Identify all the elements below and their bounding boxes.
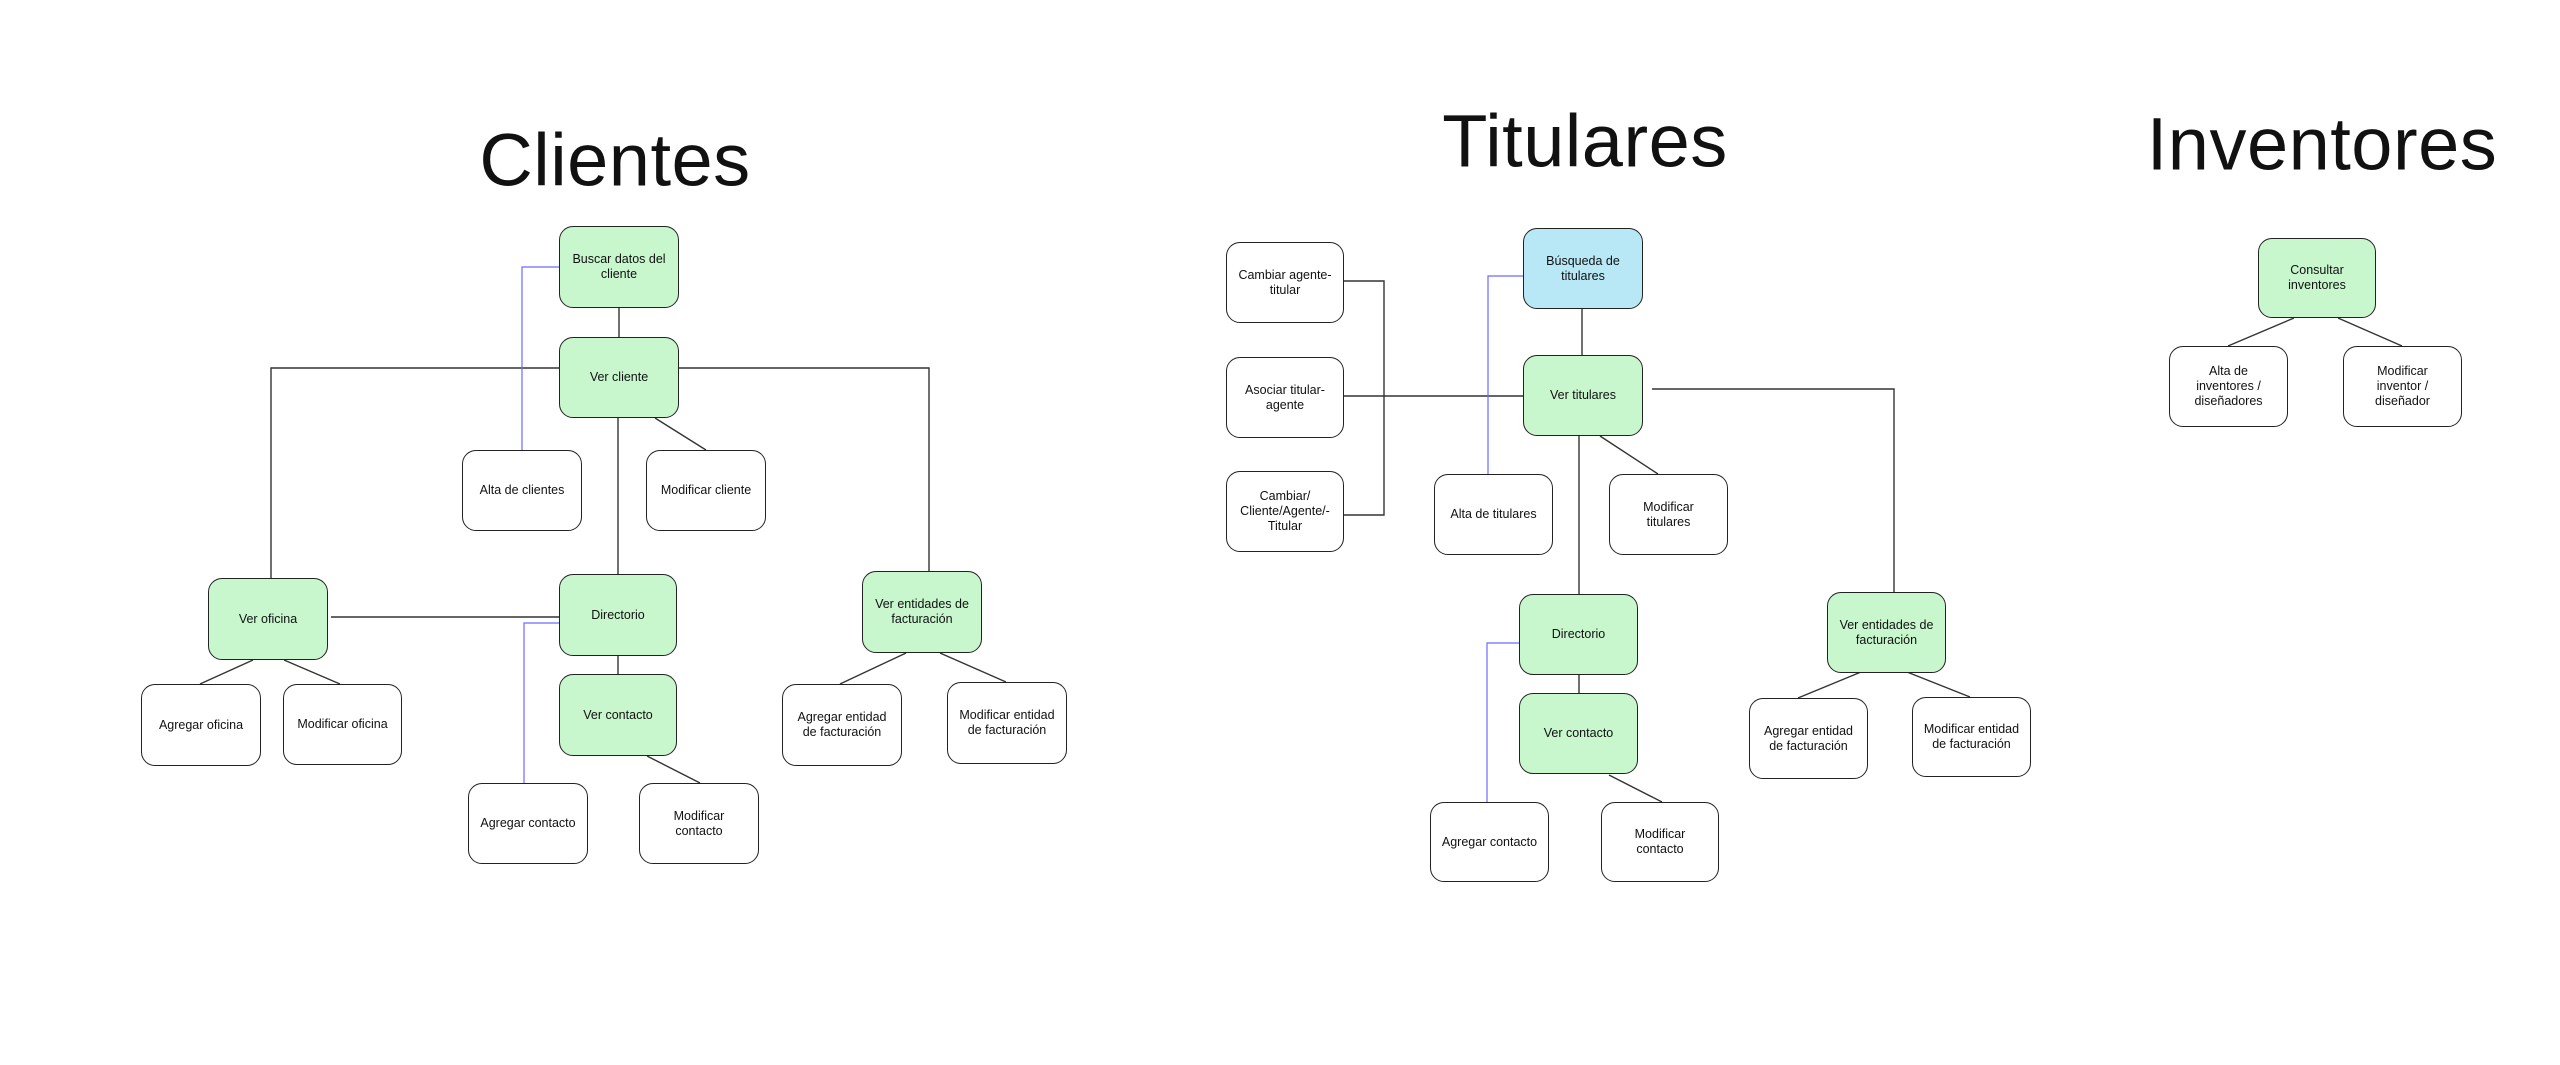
node-busqueda-titulares[interactable]: Búsqueda de titulares <box>1523 228 1643 309</box>
node-ver-titulares[interactable]: Ver titulares <box>1523 355 1643 436</box>
node-agregar-entidad[interactable]: Agregar entidad de facturación <box>782 684 902 766</box>
node-cambiar-agente-titular[interactable]: Cambiar agente-titular <box>1226 242 1344 323</box>
node-ver-entidades-facturacion[interactable]: Ver entidades de facturación <box>862 571 982 653</box>
node-alta-clientes[interactable]: Alta de clientes <box>462 450 582 531</box>
node-ver-entidades-facturacion[interactable]: Ver entidades de facturación <box>1827 592 1946 673</box>
node-modificar-cliente[interactable]: Modificar cliente <box>646 450 766 531</box>
node-modificar-inventor[interactable]: Modificar inventor / diseñador <box>2343 346 2462 427</box>
section-title-clientes: Clientes <box>479 118 751 202</box>
node-modificar-titulares[interactable]: Modificar titulares <box>1609 474 1728 555</box>
node-alta-inventores[interactable]: Alta de inventores / diseñadores <box>2169 346 2288 427</box>
node-agregar-entidad[interactable]: Agregar entidad de facturación <box>1749 698 1868 779</box>
node-modificar-oficina[interactable]: Modificar oficina <box>283 684 402 765</box>
node-directorio[interactable]: Directorio <box>559 574 677 656</box>
node-modificar-entidad[interactable]: Modificar entidad de facturación <box>1912 697 2031 777</box>
node-consultar-inventores[interactable]: Consultar inventores <box>2258 238 2376 318</box>
node-agregar-contacto[interactable]: Agregar contacto <box>1430 802 1549 882</box>
node-modificar-contacto[interactable]: Modificar contacto <box>1601 802 1719 882</box>
node-buscar-datos-cliente[interactable]: Buscar datos del cliente <box>559 226 679 308</box>
node-cambiar-cliente-agente-titular[interactable]: Cambiar/ Cliente/Agente/- Titular <box>1226 471 1344 552</box>
section-title-titulares: Titulares <box>1442 99 1728 183</box>
node-ver-cliente[interactable]: Ver cliente <box>559 337 679 418</box>
node-agregar-oficina[interactable]: Agregar oficina <box>141 684 261 766</box>
node-modificar-entidad[interactable]: Modificar entidad de facturación <box>947 682 1067 764</box>
node-asociar-titular-agente[interactable]: Asociar titular-agente <box>1226 357 1344 438</box>
node-ver-oficina[interactable]: Ver oficina <box>208 578 328 660</box>
node-modificar-contacto[interactable]: Modificar contacto <box>639 783 759 864</box>
node-ver-contacto[interactable]: Ver contacto <box>1519 693 1638 774</box>
section-title-inventores: Inventores <box>2146 102 2498 186</box>
node-agregar-contacto[interactable]: Agregar contacto <box>468 783 588 864</box>
node-ver-contacto[interactable]: Ver contacto <box>559 674 677 756</box>
node-directorio[interactable]: Directorio <box>1519 594 1638 675</box>
node-alta-titulares[interactable]: Alta de titulares <box>1434 474 1553 555</box>
